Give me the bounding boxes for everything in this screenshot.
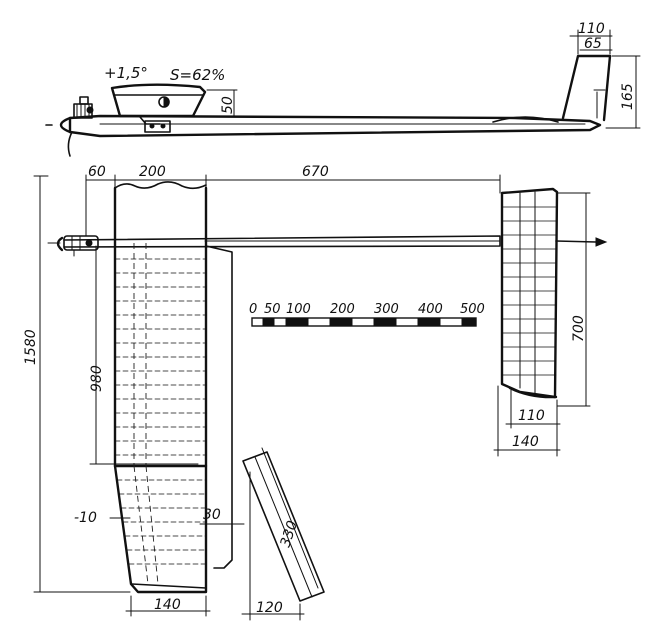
wing-tip-panel	[113, 464, 208, 594]
scale-label-300: 300	[374, 302, 399, 317]
top-view: 60 200 670 1580 980 -10 140 30 330 120	[23, 164, 608, 621]
side-view: 50 110 65 165 +1,5° S=62%	[45, 21, 641, 157]
tip-ribs	[116, 479, 207, 565]
engine-icon	[73, 96, 94, 119]
tail-moment-label: 670	[302, 164, 329, 180]
wing-ribs	[114, 258, 207, 456]
nose-length-label: 60	[88, 164, 106, 180]
stab-root-chord-label: 140	[512, 434, 539, 450]
stabilizer-top	[500, 187, 559, 399]
aileron-detached	[242, 451, 325, 602]
airfoil-label: S=62%	[170, 66, 225, 84]
semi-span-label: 1580	[23, 329, 39, 365]
fin-side	[561, 54, 612, 122]
scale-label-0: 0	[249, 302, 257, 317]
nose-spinner	[59, 116, 72, 134]
scale-label-50: 50	[264, 302, 281, 317]
scale-bar: 0 50 100 200 300 400 500	[249, 302, 485, 327]
tip-chord-label: 140	[154, 597, 181, 613]
stab-ribs	[501, 206, 557, 376]
aileron-width-label: 120	[256, 600, 283, 616]
tip-sweep-label: -10	[74, 510, 97, 526]
scale-label-500: 500	[460, 302, 485, 317]
stab-span-label: 700	[571, 315, 587, 342]
wing-center-panel	[113, 186, 208, 468]
root-chord-label: 200	[139, 164, 166, 180]
wing-mount-height-label: 50	[220, 96, 236, 114]
scale-label-400: 400	[418, 302, 443, 317]
fin-tip-offset-label: 65	[584, 36, 602, 52]
fin-height-label: 165	[620, 83, 636, 110]
scale-label-200: 200	[330, 302, 355, 317]
fuselage-side	[68, 114, 602, 138]
scale-label-100: 100	[286, 302, 311, 317]
wing-pylon	[110, 83, 207, 118]
engine-top-icon	[56, 235, 99, 257]
aileron-gap-label: 30	[203, 507, 221, 523]
center-panel-label: 980	[89, 365, 105, 392]
aileron-length-label: 330	[278, 519, 302, 549]
wing-incidence-label: +1,5°	[104, 64, 148, 82]
fin-top-chord-label: 110	[578, 21, 605, 37]
stab-tip-chord-label: 110	[518, 408, 545, 424]
